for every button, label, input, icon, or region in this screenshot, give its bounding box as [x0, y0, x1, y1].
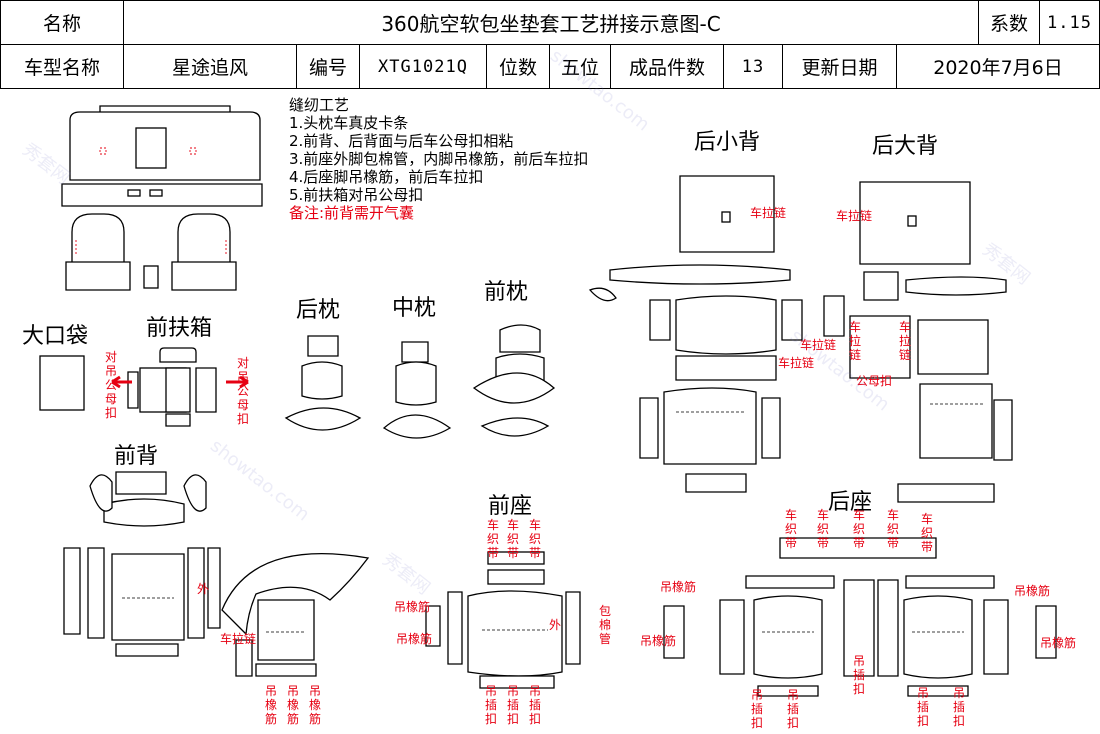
coef-label-cell: 系数	[978, 0, 1040, 45]
annot-male-female-buckle: 公母扣	[856, 374, 893, 388]
annot-buckle-rear-2: 吊插扣	[786, 688, 799, 730]
label-front-back: 前背	[114, 444, 159, 469]
annot-foam-tube: 包棉管	[598, 604, 611, 646]
label-front-pillow: 前枕	[484, 280, 529, 305]
notes-item-5: 5.前扶箱对吊公母扣	[289, 186, 424, 204]
rear-seat-pieces	[663, 537, 1057, 697]
annot-zipper-front-back: 车拉链	[220, 632, 257, 646]
annot-zipper-big-back-v2: 车拉链	[898, 320, 911, 362]
annot-strip-rear-1: 车织带	[784, 508, 797, 550]
seat-overview-illustration	[61, 105, 263, 291]
annot-buckle-rear-5: 吊插扣	[952, 686, 965, 728]
notes-item-4: 4.后座脚吊橡筋，前后车拉扣	[289, 168, 484, 186]
annot-armrest-hang-right: 对吊公母扣	[236, 356, 249, 426]
label-rear-small-back: 后小背	[694, 130, 761, 155]
annot-buckle-front-2: 吊插扣	[506, 684, 519, 726]
label-rear-pillow: 后枕	[296, 298, 341, 323]
annot-strip-rear-5: 车织带	[920, 512, 933, 554]
label-rear-big-back: 后大背	[872, 134, 939, 159]
front-armrest-pieces	[111, 347, 249, 427]
rear-small-back-pieces	[588, 175, 803, 493]
front-back-pieces	[63, 471, 221, 657]
annot-strip-front-2: 车织带	[506, 518, 519, 560]
label-rear-seat: 后座	[828, 490, 873, 515]
notes-item-1: 1.头枕车真皮卡条	[289, 114, 409, 132]
annot-buckle-rear-3: 吊插扣	[852, 654, 865, 696]
annot-elastic-front-3: 吊橡筋	[264, 684, 277, 726]
annot-elastic-front-1: 吊橡筋	[394, 600, 431, 614]
label-mid-pillow: 中枕	[392, 296, 437, 321]
pieces-value-cell: 13	[723, 44, 783, 89]
front-seat-pieces	[221, 551, 581, 689]
annot-elastic-front-2: 吊橡筋	[396, 632, 433, 646]
annot-elastic-rear-4: 吊橡筋	[1040, 636, 1077, 650]
annot-zipper-big-back: 车拉链	[836, 209, 873, 223]
annot-buckle-rear-4: 吊插扣	[916, 686, 929, 728]
mid-pillow-pieces	[382, 341, 452, 439]
notes-item-3: 3.前座外脚包棉管，内脚吊橡筋，前后车拉扣	[289, 150, 589, 168]
annot-buckle-front-1: 吊插扣	[484, 684, 497, 726]
big-pocket-piece	[39, 355, 85, 411]
annot-strip-rear-3: 车织带	[852, 508, 865, 550]
annot-strip-rear-2: 车织带	[816, 508, 829, 550]
annot-zipper-big-back-2: 车拉链	[800, 338, 837, 352]
annot-outer-front-back: 外	[196, 582, 209, 596]
annot-elastic-rear-3: 吊橡筋	[1014, 584, 1051, 598]
rear-big-back-pieces	[823, 181, 1013, 503]
name-label-cell: 名称	[0, 0, 124, 45]
annot-zipper-big-back-3: 车拉链	[778, 356, 815, 370]
annot-strip-front-1: 车织带	[486, 518, 499, 560]
annot-zipper-big-back-v1: 车拉链	[848, 320, 861, 362]
update-value-cell: 2020年7月6日	[896, 44, 1100, 89]
label-front-seat: 前座	[488, 494, 533, 519]
seats-label-cell: 位数	[486, 44, 550, 89]
pieces-label-cell: 成品件数	[610, 44, 724, 89]
annot-elastic-front-5: 吊橡筋	[308, 684, 321, 726]
annot-elastic-rear-1: 吊橡筋	[660, 580, 697, 594]
notes-heading: 缝纫工艺	[289, 96, 350, 114]
annot-elastic-front-4: 吊橡筋	[286, 684, 299, 726]
model-value-cell: 星途追风	[123, 44, 297, 89]
annot-elastic-rear-2: 吊橡筋	[640, 634, 677, 648]
notes-remark: 备注:前背需开气囊	[289, 204, 415, 222]
notes-item-2: 2.前背、后背面与后车公母扣相粘	[289, 132, 514, 150]
annot-strip-front-3: 车织带	[528, 518, 541, 560]
annot-buckle-front-3: 吊插扣	[528, 684, 541, 726]
rear-pillow-pieces	[284, 335, 362, 431]
annot-outer-front-seat: 外	[548, 618, 561, 632]
annot-zipper-small-back: 车拉链	[750, 206, 787, 220]
front-pillow-pieces	[472, 324, 556, 437]
annot-buckle-rear-1: 吊插扣	[750, 688, 763, 730]
label-big-pocket: 大口袋	[22, 324, 89, 349]
label-front-armrest: 前扶箱	[146, 316, 213, 341]
seats-value-cell: 五位	[549, 44, 611, 89]
annot-strip-rear-4: 车织带	[886, 508, 899, 550]
annot-armrest-hang-left: 对吊公母扣	[104, 350, 117, 420]
sewing-notes: 缝纫工艺 1.头枕车真皮卡条 2.前背、后背面与后车公母扣相粘 3.前座外脚包棉…	[289, 96, 588, 222]
